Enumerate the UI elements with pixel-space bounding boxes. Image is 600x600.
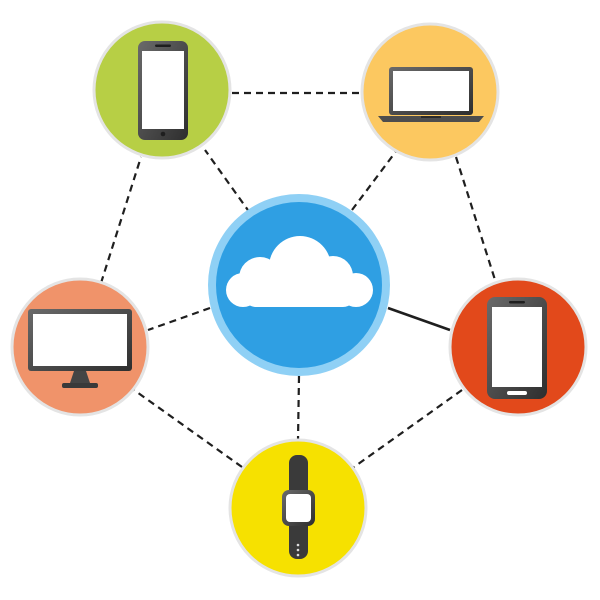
link-hub-to-smartphone — [204, 149, 251, 214]
link-hub-to-watch — [296, 375, 301, 441]
link-right-phone-to-watch — [353, 389, 463, 468]
link-laptop-to-right-phone — [454, 156, 498, 284]
link-hub-to-monitor — [147, 306, 211, 332]
device-node-laptop-top-right — [360, 22, 500, 162]
monitor-icon — [28, 309, 132, 388]
link-monitor-to-smartphone — [99, 156, 143, 284]
laptop-icon — [378, 67, 484, 122]
link-watch-to-monitor — [133, 389, 243, 468]
link-hub-to-laptop — [351, 149, 398, 211]
cloud-icon — [226, 236, 373, 307]
smartphone-icon — [138, 41, 188, 140]
device-node-monitor-left — [10, 277, 150, 417]
link-hub-to-right-phone — [387, 306, 451, 332]
device-node-smartphone-top-left — [92, 20, 232, 160]
cloud-hub — [208, 194, 390, 376]
smartwatch-icon — [282, 455, 315, 559]
device-node-smartphone-right — [448, 277, 588, 417]
connection-lines — [99, 91, 498, 468]
device-node-smartwatch-bottom — [228, 438, 368, 578]
smartphone-icon — [487, 297, 547, 399]
